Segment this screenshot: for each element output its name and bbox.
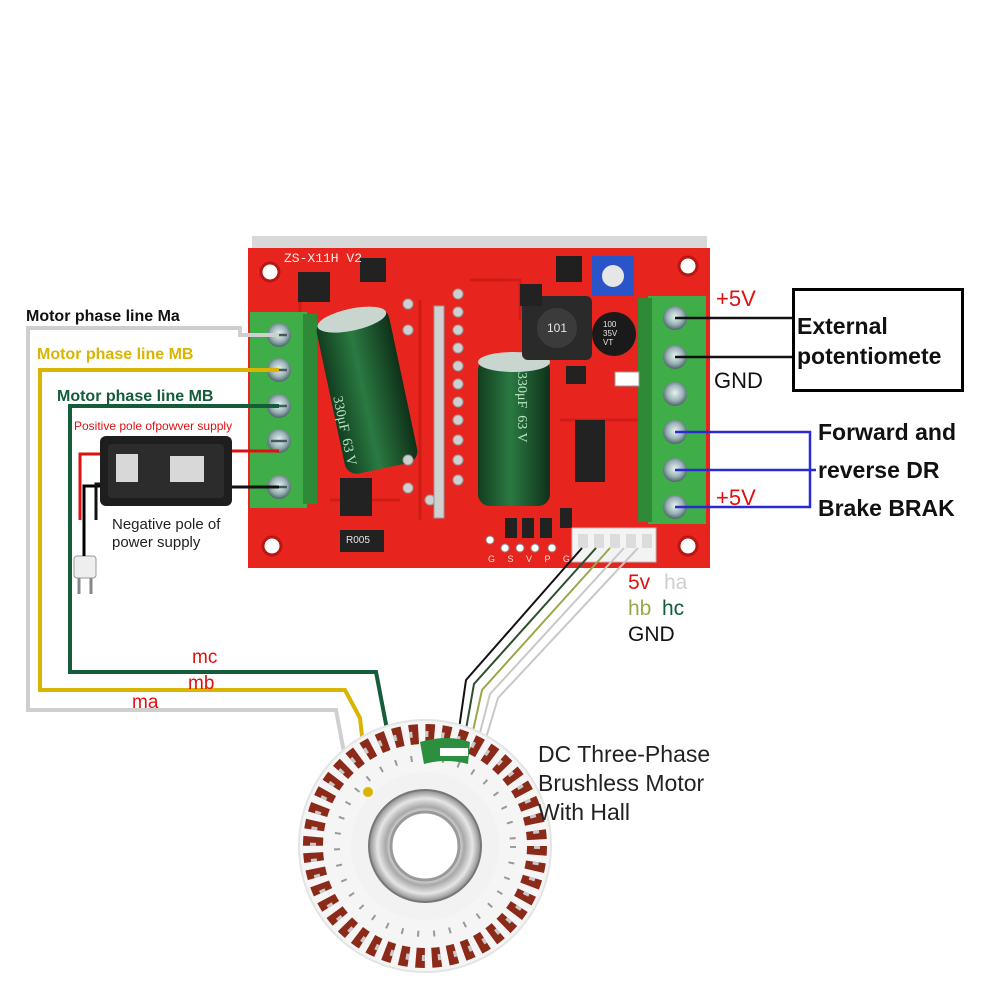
label-phase-ma: Motor phase line Ma [26, 308, 180, 325]
motor-caption: DC Three-Phase Brushless Motor With Hall [538, 741, 711, 825]
label-potentiometer: potentiomete [797, 343, 942, 369]
resistor-label: R005 [346, 535, 370, 546]
mount-hole [261, 535, 283, 557]
label-external: External [797, 313, 888, 339]
pin-pads [402, 288, 464, 506]
label-hall-5v: 5v [628, 571, 651, 594]
control-wires [675, 316, 816, 509]
label-wire-mc: mc [192, 647, 218, 668]
capacitor-left [316, 306, 418, 474]
label-wire-ma: ma [132, 692, 159, 713]
mount-hole [677, 535, 699, 557]
wire-negative [94, 482, 100, 520]
label-plus5v-bottom: +5V [716, 485, 756, 510]
power-supply [73, 436, 232, 594]
label-forward: Forward and [818, 419, 957, 445]
shunt-resistor [340, 530, 384, 552]
label-hall-gnd: GND [628, 623, 675, 646]
label-hall-hb: hb [628, 597, 652, 620]
plug [73, 555, 97, 579]
wire-positive [78, 452, 100, 520]
label-gnd: GND [714, 368, 763, 393]
driver-ic [575, 420, 605, 482]
label-plus5v-top: +5V [716, 286, 756, 311]
hall-wires [455, 547, 639, 759]
label-hall-hc: hc [662, 597, 685, 620]
label-wire-mb: mb [188, 673, 215, 694]
hall-header-pads [485, 535, 557, 553]
label-phase-mb-yellow: Motor phase line MB [37, 346, 194, 363]
wire-ma [26, 326, 354, 796]
label-hall-ha: ha [664, 571, 688, 594]
board-model-label: ZS-X11H V2 [284, 251, 363, 266]
external-potentiometer-box: External potentiomete [792, 288, 964, 392]
label-reverse-dr: reverse DR [818, 457, 940, 483]
hall-pin-labels: G S V P G [488, 554, 575, 564]
label-negative-pole: Negative pole of power supply [112, 516, 221, 551]
brushless-motor [298, 719, 552, 973]
inductor-label: 101 [547, 321, 568, 335]
controller-board [248, 236, 710, 568]
label-phase-mb-green: Motor phase line MB [57, 388, 214, 405]
mount-hole [677, 255, 699, 277]
mount-hole [259, 261, 281, 283]
label-positive-pole: Positive pole ofpowver supply [74, 419, 233, 433]
wire-mb [38, 368, 370, 791]
small-capacitor [592, 312, 636, 356]
capacitor-right-label: 330μF 63 V [514, 372, 529, 443]
label-brake: Brake BRAK [818, 495, 955, 521]
small-capacitor-label: 100 35V VT [603, 320, 618, 347]
control-terminal-block [648, 296, 706, 524]
